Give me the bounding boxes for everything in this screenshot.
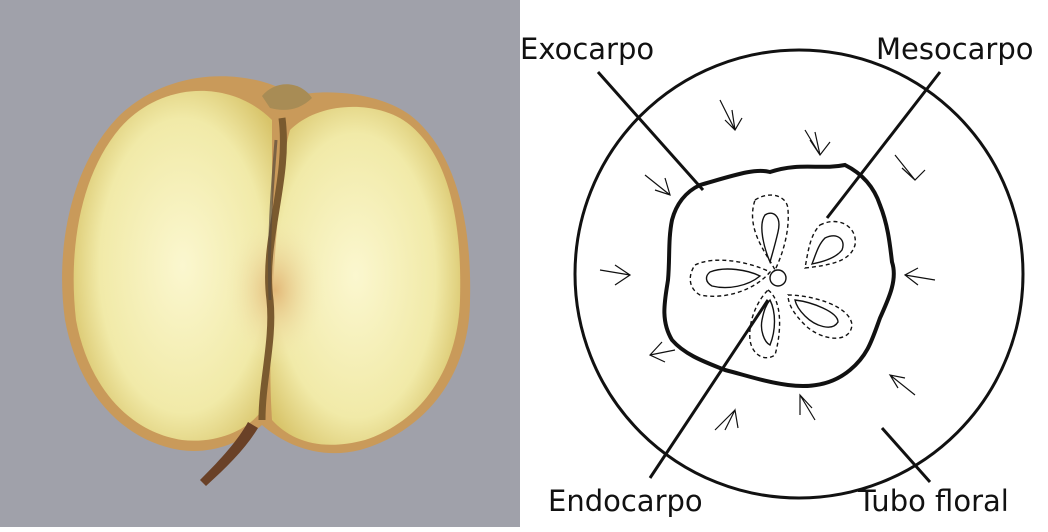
leader-mesocarpo bbox=[827, 72, 940, 218]
label-mesocarpo: Mesocarpo bbox=[876, 35, 1034, 64]
leader-exocarpo bbox=[598, 72, 703, 190]
apple-photo-drawing bbox=[0, 0, 520, 527]
outer-circle bbox=[575, 50, 1023, 498]
inner-boundary bbox=[664, 165, 893, 386]
label-exocarpo: Exocarpo bbox=[520, 35, 654, 64]
cross-section-drawing bbox=[520, 0, 1048, 527]
label-endocarpo: Endocarpo bbox=[548, 487, 703, 516]
label-tubo-floral: Tubo floral bbox=[858, 487, 1009, 516]
cross-section-diagram: Exocarpo Mesocarpo Endocarpo Tubo floral bbox=[520, 0, 1048, 527]
carpels bbox=[690, 195, 855, 358]
leader-tubo-floral bbox=[882, 428, 930, 482]
apple-photo bbox=[0, 0, 520, 527]
